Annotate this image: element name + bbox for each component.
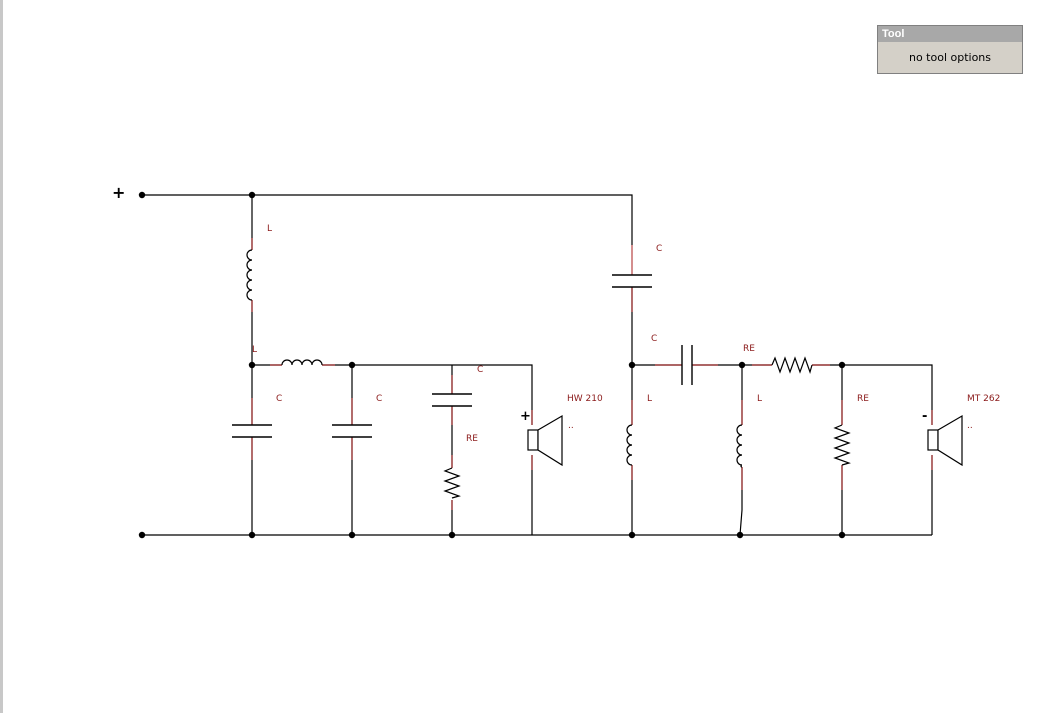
label-tweeter-dots: .. [967, 421, 973, 431]
terminal-negative-node [138, 531, 146, 539]
label-woofer-dots: .. [568, 421, 574, 431]
label-re2: RE [857, 394, 869, 404]
label-c1: C [276, 394, 282, 404]
tool-panel-title: Tool [878, 26, 1022, 42]
label-l4: L [757, 394, 762, 404]
capacitor-c1 [232, 424, 272, 438]
top-rail-wire [142, 194, 633, 245]
inductor-series [281, 359, 323, 366]
resistor-re1 [443, 467, 461, 499]
label-c2: C [376, 394, 382, 404]
label-woofer: HW 210 [567, 394, 603, 404]
tweeter-polarity: - [922, 409, 927, 424]
label-l3: L [647, 394, 652, 404]
window-edge [0, 0, 3, 713]
inductor-l3 [626, 424, 633, 466]
inductor-l1 [246, 249, 253, 301]
tool-options-message: no tool options [908, 51, 992, 64]
terminal-positive-label: + [112, 183, 125, 202]
label-tweeter: MT 262 [967, 394, 1000, 404]
label-c-mid: C [651, 334, 657, 344]
label-l2: L [252, 345, 257, 355]
wire-re-series [742, 364, 933, 425]
capacitor-c-top [612, 274, 652, 288]
resistor-re-series [771, 356, 813, 374]
label-l1: L [267, 224, 272, 234]
wire-mid-bus [252, 364, 533, 425]
resistor-re2 [833, 424, 851, 466]
speaker-woofer-icon [527, 414, 563, 467]
terminal-positive-node [138, 191, 146, 199]
tool-panel: Tool no tool options [877, 25, 1023, 74]
capacitor-c2 [332, 424, 372, 438]
label-re-series: RE [743, 344, 755, 354]
capacitor-c3 [432, 393, 472, 407]
inductor-l4 [736, 424, 743, 468]
label-c-top: C [656, 244, 662, 254]
speaker-tweeter-icon [927, 414, 963, 467]
label-re1: RE [466, 434, 478, 444]
label-c3: C [477, 365, 483, 375]
wire-l4 [739, 365, 743, 536]
capacitor-c-mid [681, 345, 693, 385]
woofer-polarity: + [520, 409, 531, 424]
